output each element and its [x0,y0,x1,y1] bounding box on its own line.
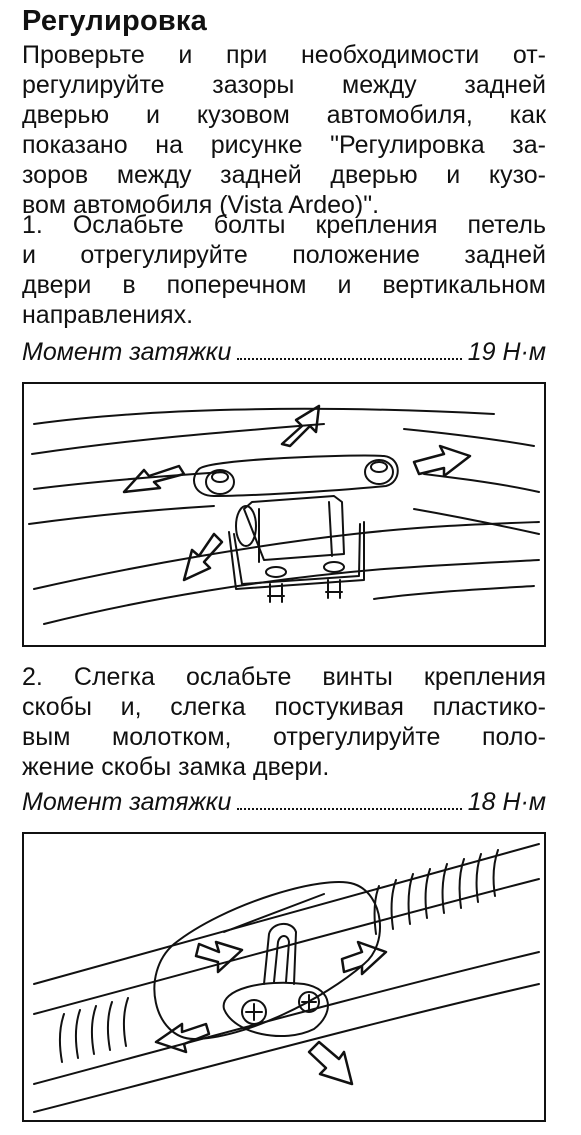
intro-paragraph: Проверьте и при необходимости от- регули… [22,40,546,220]
step-2-line: жение скобы замка двери. [22,753,330,781]
hinge-illustration [22,382,546,647]
intro-line: вом автомобиля (Vista Ardeo)". [22,191,380,219]
torque-spec-2: Момент затяжки 18 Н·м [22,786,546,818]
striker-illustration [22,832,546,1122]
step-2-line: скобы и, слегка постукивая пластико- [22,693,546,721]
leader-dots [237,786,462,810]
step-1-line: направлениях. [22,301,194,329]
step-2-paragraph: 2. Слегка ослабьте винты крепления скобы… [22,662,546,782]
torque-label: Момент затяжки [22,788,232,816]
hinge-drawing [28,404,540,625]
step-2-line: 2. Слегка ослабьте винты крепления [22,663,546,691]
intro-line: показано на рисунке "Регулировка за- [22,131,546,159]
intro-line: Проверьте и при необходимости от- [22,41,546,69]
leader-dots [237,336,462,360]
torque-spec-1: Момент затяжки 19 Н·м [22,336,546,368]
step-1-line: двери в поперечном и вертикальном [22,271,546,299]
intro-line: дверью и кузовом автомобиля, как [22,101,546,129]
step-1-line: 1. Ослабьте болты крепления петель [22,211,546,239]
torque-value: 19 Н·м [467,338,546,366]
intro-line: зоров между задней дверью и кузо- [22,161,546,189]
striker-drawing [33,843,540,1113]
step-1-paragraph: 1. Ослабьте болты крепления петель и отр… [22,210,546,330]
intro-line: регулируйте зазоры между задней [22,71,546,99]
torque-value: 18 Н·м [467,788,546,816]
step-2-line: вым молотком, отрегулируйте поло- [22,723,546,751]
torque-label: Момент затяжки [22,338,232,366]
section-heading: Регулировка [22,5,207,37]
step-1-line: и отрегулируйте положение задней [22,241,546,269]
